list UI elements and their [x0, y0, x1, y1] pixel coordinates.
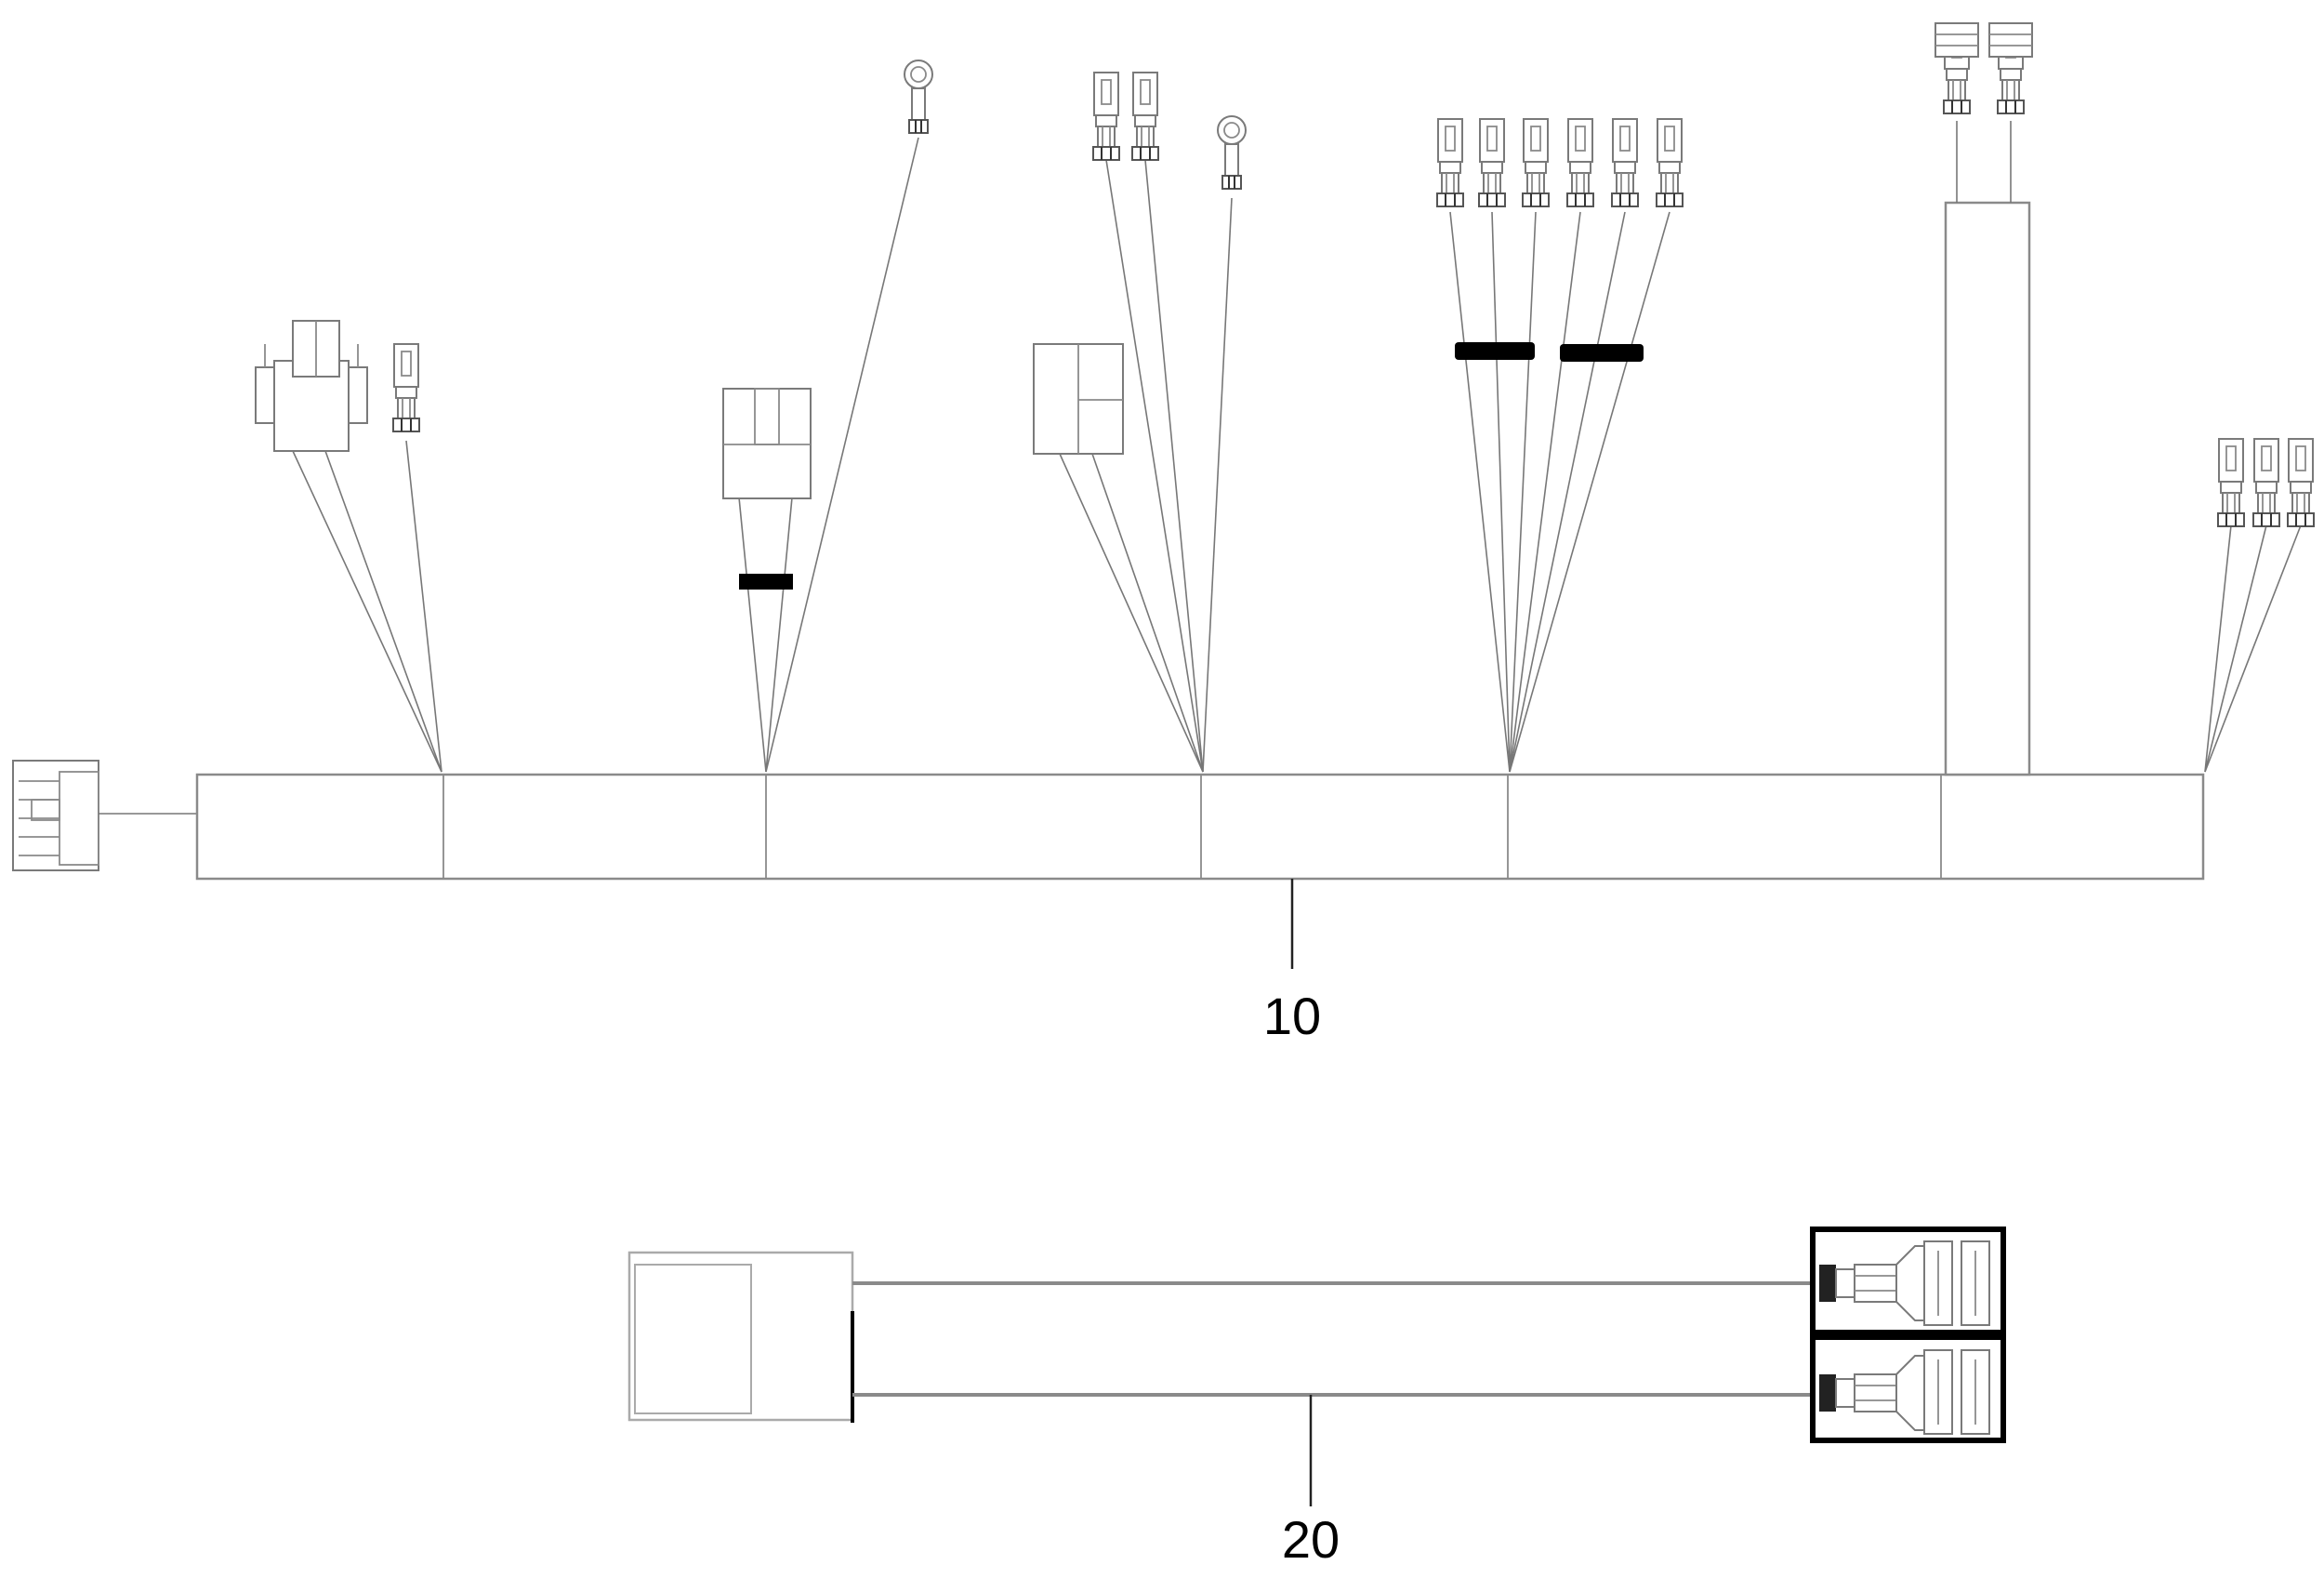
branch-4 [1436, 118, 1684, 773]
vertical-branch [1934, 22, 2033, 776]
housing-connector-20 [627, 1251, 854, 1423]
branch-5 [2204, 438, 2315, 773]
branch-2 [722, 60, 933, 773]
spade-terminal [1478, 118, 1506, 207]
spade-terminal [1611, 118, 1639, 207]
spade-terminal [392, 343, 420, 432]
spade-terminal [1436, 118, 1464, 207]
end-connector-left [12, 760, 197, 871]
spade-terminal [1656, 118, 1684, 207]
housing-connector-2 [722, 388, 812, 499]
callout-label-10: 10 [1263, 987, 1321, 1045]
harness-10: 10 [12, 22, 2315, 1045]
spade-terminal [2217, 438, 2245, 527]
sleeve-4a [1455, 342, 1535, 360]
spade-terminal [1566, 118, 1594, 207]
branch-1 [255, 320, 442, 773]
harness-20: 20 [627, 1227, 2006, 1569]
housing-connector-3 [1033, 343, 1124, 455]
blade-terminal-20-top [1810, 1227, 2006, 1335]
blade-terminal-20-bottom [1810, 1334, 2006, 1443]
sleeve-4b [1560, 344, 1644, 362]
spade-terminal [1522, 118, 1550, 207]
ring-terminal [904, 60, 933, 134]
branch-3 [1033, 72, 1247, 773]
callout-label-20: 20 [1282, 1510, 1340, 1569]
sleeve-2 [739, 574, 793, 590]
spade-terminal [1092, 72, 1120, 161]
ring-terminal [1217, 115, 1247, 190]
spade-terminal [2252, 438, 2280, 527]
harness-trunk [195, 773, 2205, 881]
housing-connector-1 [255, 320, 368, 452]
spade-terminal [2287, 438, 2315, 527]
spade-terminal [1131, 72, 1159, 161]
